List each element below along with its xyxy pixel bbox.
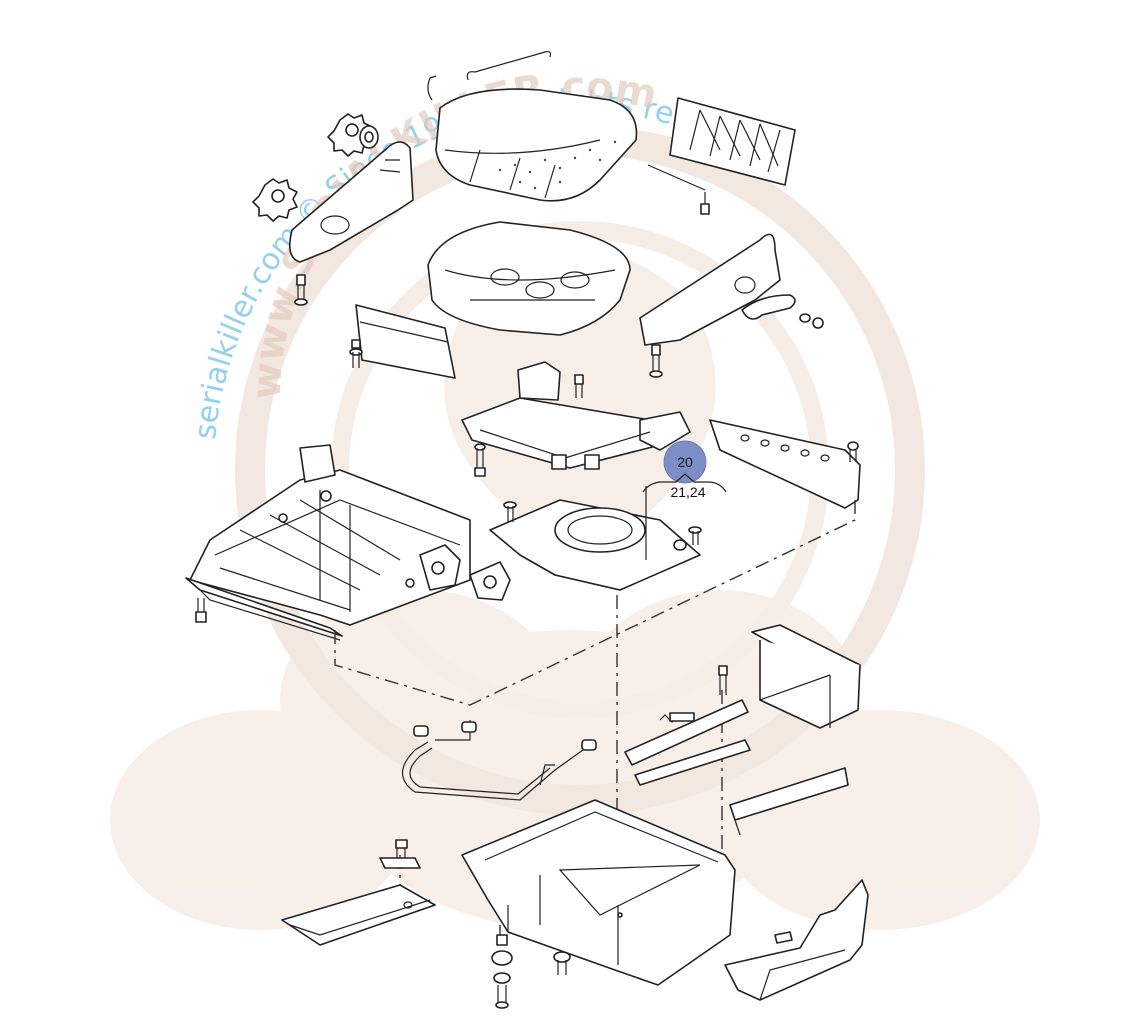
bolt-console-rail bbox=[718, 665, 728, 695]
left-seat-side-shield bbox=[289, 141, 414, 263]
recliner-washer bbox=[359, 125, 379, 149]
seat-rod bbox=[647, 164, 710, 215]
front-cover-trim bbox=[724, 879, 869, 1001]
bolt-left-cover bbox=[349, 339, 363, 368]
callout-sub-numbers: 21,24 bbox=[670, 484, 705, 500]
bolt-frame-center bbox=[278, 490, 415, 588]
seat-adjuster-mechanism-left bbox=[419, 544, 461, 591]
console-slide-plate bbox=[634, 739, 849, 836]
bolt-left-side-shield bbox=[294, 274, 308, 306]
seat-mounting-bracket bbox=[461, 361, 691, 470]
bolt-frame-left bbox=[195, 598, 207, 623]
bolt-bracket-left bbox=[474, 443, 486, 477]
bolt-stack-bottom bbox=[491, 934, 513, 1009]
callout-badge[interactable] bbox=[663, 440, 707, 484]
under-seat-storage-box bbox=[461, 799, 736, 986]
callout-number: 20 bbox=[677, 454, 693, 470]
recliner-knob-lower bbox=[252, 178, 298, 222]
bolt-floor-bracket bbox=[379, 839, 421, 869]
right-seat-side-shield bbox=[639, 233, 781, 346]
bolt-side-trim bbox=[847, 441, 859, 462]
console-lid-tray bbox=[751, 624, 861, 729]
seat-wire-harness bbox=[401, 720, 597, 801]
bolt-right-side-shield bbox=[649, 344, 663, 378]
seat-cushion-cover bbox=[435, 88, 638, 202]
seat-frame-riser bbox=[185, 444, 471, 641]
recliner-knob-upper bbox=[327, 113, 373, 157]
callout-bracket bbox=[642, 473, 727, 560]
console-bracket-rail bbox=[624, 699, 749, 766]
push-clip-fastener bbox=[553, 951, 571, 975]
floor-mounting-bracket bbox=[281, 884, 436, 946]
bolt-swivel-left bbox=[503, 501, 517, 522]
seat-foam-pad bbox=[427, 221, 631, 336]
side-trim-panel bbox=[709, 419, 861, 509]
seat-pan-panel bbox=[669, 97, 796, 186]
recliner-lever bbox=[741, 294, 824, 329]
seat-hook-wire bbox=[427, 50, 552, 101]
swivel-base-plate bbox=[489, 499, 701, 591]
callout-20[interactable]: 20 bbox=[663, 440, 707, 484]
bolt-swivel-right bbox=[673, 526, 702, 551]
seat-adjuster-mechanism-right bbox=[469, 561, 511, 601]
bolt-bracket-top bbox=[574, 374, 584, 398]
